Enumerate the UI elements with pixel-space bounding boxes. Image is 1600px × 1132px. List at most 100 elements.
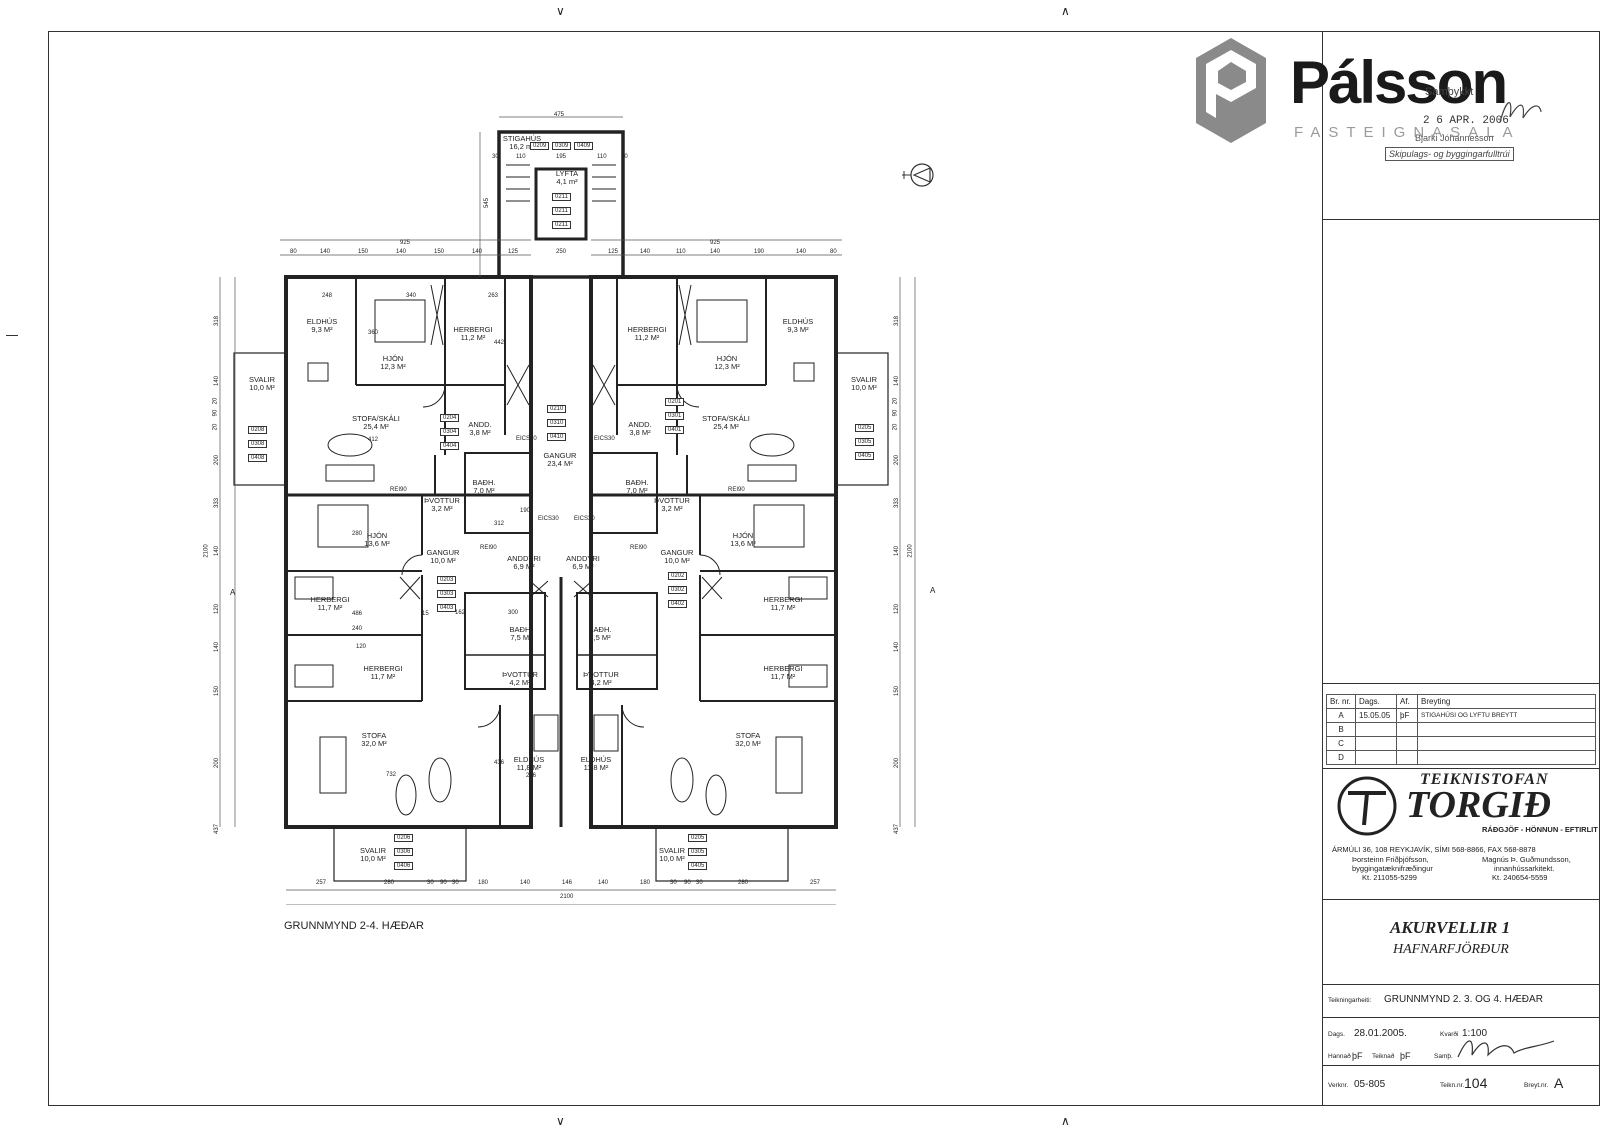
dimension-label: 140 (214, 641, 221, 653)
room-area: 6,9 M² (513, 562, 535, 571)
room-area: 13,6 M² (364, 539, 390, 548)
torgid-logo-icon (1337, 776, 1397, 836)
dimension-label: 200 (214, 454, 221, 466)
unit-code-box: 0409 (574, 142, 594, 150)
title-block-divider-top (1323, 219, 1600, 220)
unit-code-box: 0302 (668, 586, 688, 594)
room-area: 7,0 M² (473, 486, 495, 495)
dimension-label: 925 (710, 240, 721, 246)
room-name: GANGUR (543, 451, 577, 460)
dimension-label: 110 (676, 249, 686, 255)
room-area: 12,3 M² (380, 362, 406, 371)
unit-code-box: 0304 (440, 428, 460, 436)
floor-plan (219, 116, 916, 905)
dimension-label: 437 (214, 823, 221, 835)
info-divider (1322, 1017, 1600, 1018)
rev-header-date: Dags. (1355, 694, 1397, 709)
room-name: STOFA/SKÁLI (352, 414, 400, 423)
dimension-label: 200 (214, 757, 221, 769)
unit-code-box: 0210 (547, 405, 567, 413)
info-divider (1322, 1065, 1600, 1066)
dimension-label: 180 (640, 880, 651, 886)
room-area: 25,4 M² (363, 422, 389, 431)
dimension-label: 150 (214, 685, 221, 697)
room-name: BAÐH. (472, 478, 496, 487)
drawn-label: Teiknað (1372, 1053, 1395, 1060)
room-area: 11,7 M² (770, 672, 796, 681)
unit-code-box: 0402 (668, 600, 688, 608)
stair-tower (497, 130, 625, 279)
balcony-right (835, 352, 889, 486)
unit-code-box: 0205 (688, 834, 708, 842)
section-marker-left: A (230, 588, 236, 597)
approved-label: Samþ. (1434, 1053, 1453, 1060)
dimension-label: 90 (440, 880, 447, 886)
unit-code-box: 0406 (394, 862, 414, 870)
room-area: 11,7 M² (317, 603, 343, 612)
dimension-label: 140 (796, 249, 807, 255)
project-name: AKURVELLIR 1 (1390, 918, 1511, 937)
dimension-label: 732 (386, 772, 397, 778)
room-name: ELDHÚS (306, 317, 338, 326)
room-name: BAÐH. (588, 625, 612, 634)
stamp-title: Skipulags- og byggingarfulltrúi (1385, 147, 1514, 161)
rev-date: 15.05.05 (1355, 708, 1397, 723)
room-area: 12,3 M² (714, 362, 740, 371)
rev-mark: B (1326, 722, 1356, 737)
dimension-label: 195 (556, 154, 567, 160)
unit-code-box: 0310 (547, 419, 567, 427)
room-name: ÞVOTTUR (583, 670, 619, 679)
rev-value: A (1554, 1075, 1564, 1091)
dimension-label: 140 (710, 249, 721, 255)
revision-row: A 15.05.05 þF STIGAHÚSI OG LYFTU BREYTT (1326, 708, 1596, 723)
room-area: 3,2 M² (661, 504, 683, 513)
person-1-role: byggingatæknifræðingur (1352, 864, 1433, 873)
dimension-label: 2100 (907, 544, 914, 558)
title-block (1322, 31, 1600, 1106)
dimension-label: 436 (494, 760, 505, 766)
dimension-label: 30 (492, 154, 499, 160)
dimension-label: 146 (562, 880, 573, 886)
rev-mark: D (1326, 750, 1356, 765)
dimension-label: 15 (422, 611, 429, 617)
room-area: 7,0 M² (626, 486, 648, 495)
room-name: GANGUR (426, 548, 460, 557)
dimension-label: 30 (427, 880, 434, 886)
date-value: 28.01.2005. (1354, 1028, 1407, 1039)
title-block-divider-main (1323, 683, 1600, 684)
unit-code-box: 0203 (437, 576, 457, 584)
unit-code-box: 0403 (437, 604, 457, 612)
unit-code-box: 0303 (437, 590, 457, 598)
room-area: 10,0 M² (430, 556, 456, 565)
room-area: 11,7 M² (370, 672, 396, 681)
revision-row: D (1326, 750, 1596, 765)
room-area: 32,0 M² (735, 739, 761, 748)
room-area: 11,2 M² (634, 333, 660, 342)
room-label: BAÐH.7,0 M² (456, 479, 512, 495)
unit-code-box: 0401 (665, 426, 685, 434)
room-name: ELDHÚS (580, 755, 612, 764)
room-name: ÞVOTTUR (654, 496, 690, 505)
rev-mark: A (1326, 708, 1356, 723)
date-label: Dags. (1328, 1031, 1345, 1038)
dimension-label: 110 (597, 154, 607, 160)
person-2-role: innanhússarkitekt. (1494, 864, 1555, 873)
dimension-label: 140 (396, 249, 407, 255)
designer-label: Hannað (1328, 1053, 1351, 1060)
dimension-label: 125 (508, 249, 519, 255)
firm-name-line2: TORGIÐ (1406, 784, 1551, 826)
person-2-name: Magnús Þ. Guðmundsson, (1482, 855, 1571, 864)
unit-code-box: 0204 (440, 414, 460, 422)
